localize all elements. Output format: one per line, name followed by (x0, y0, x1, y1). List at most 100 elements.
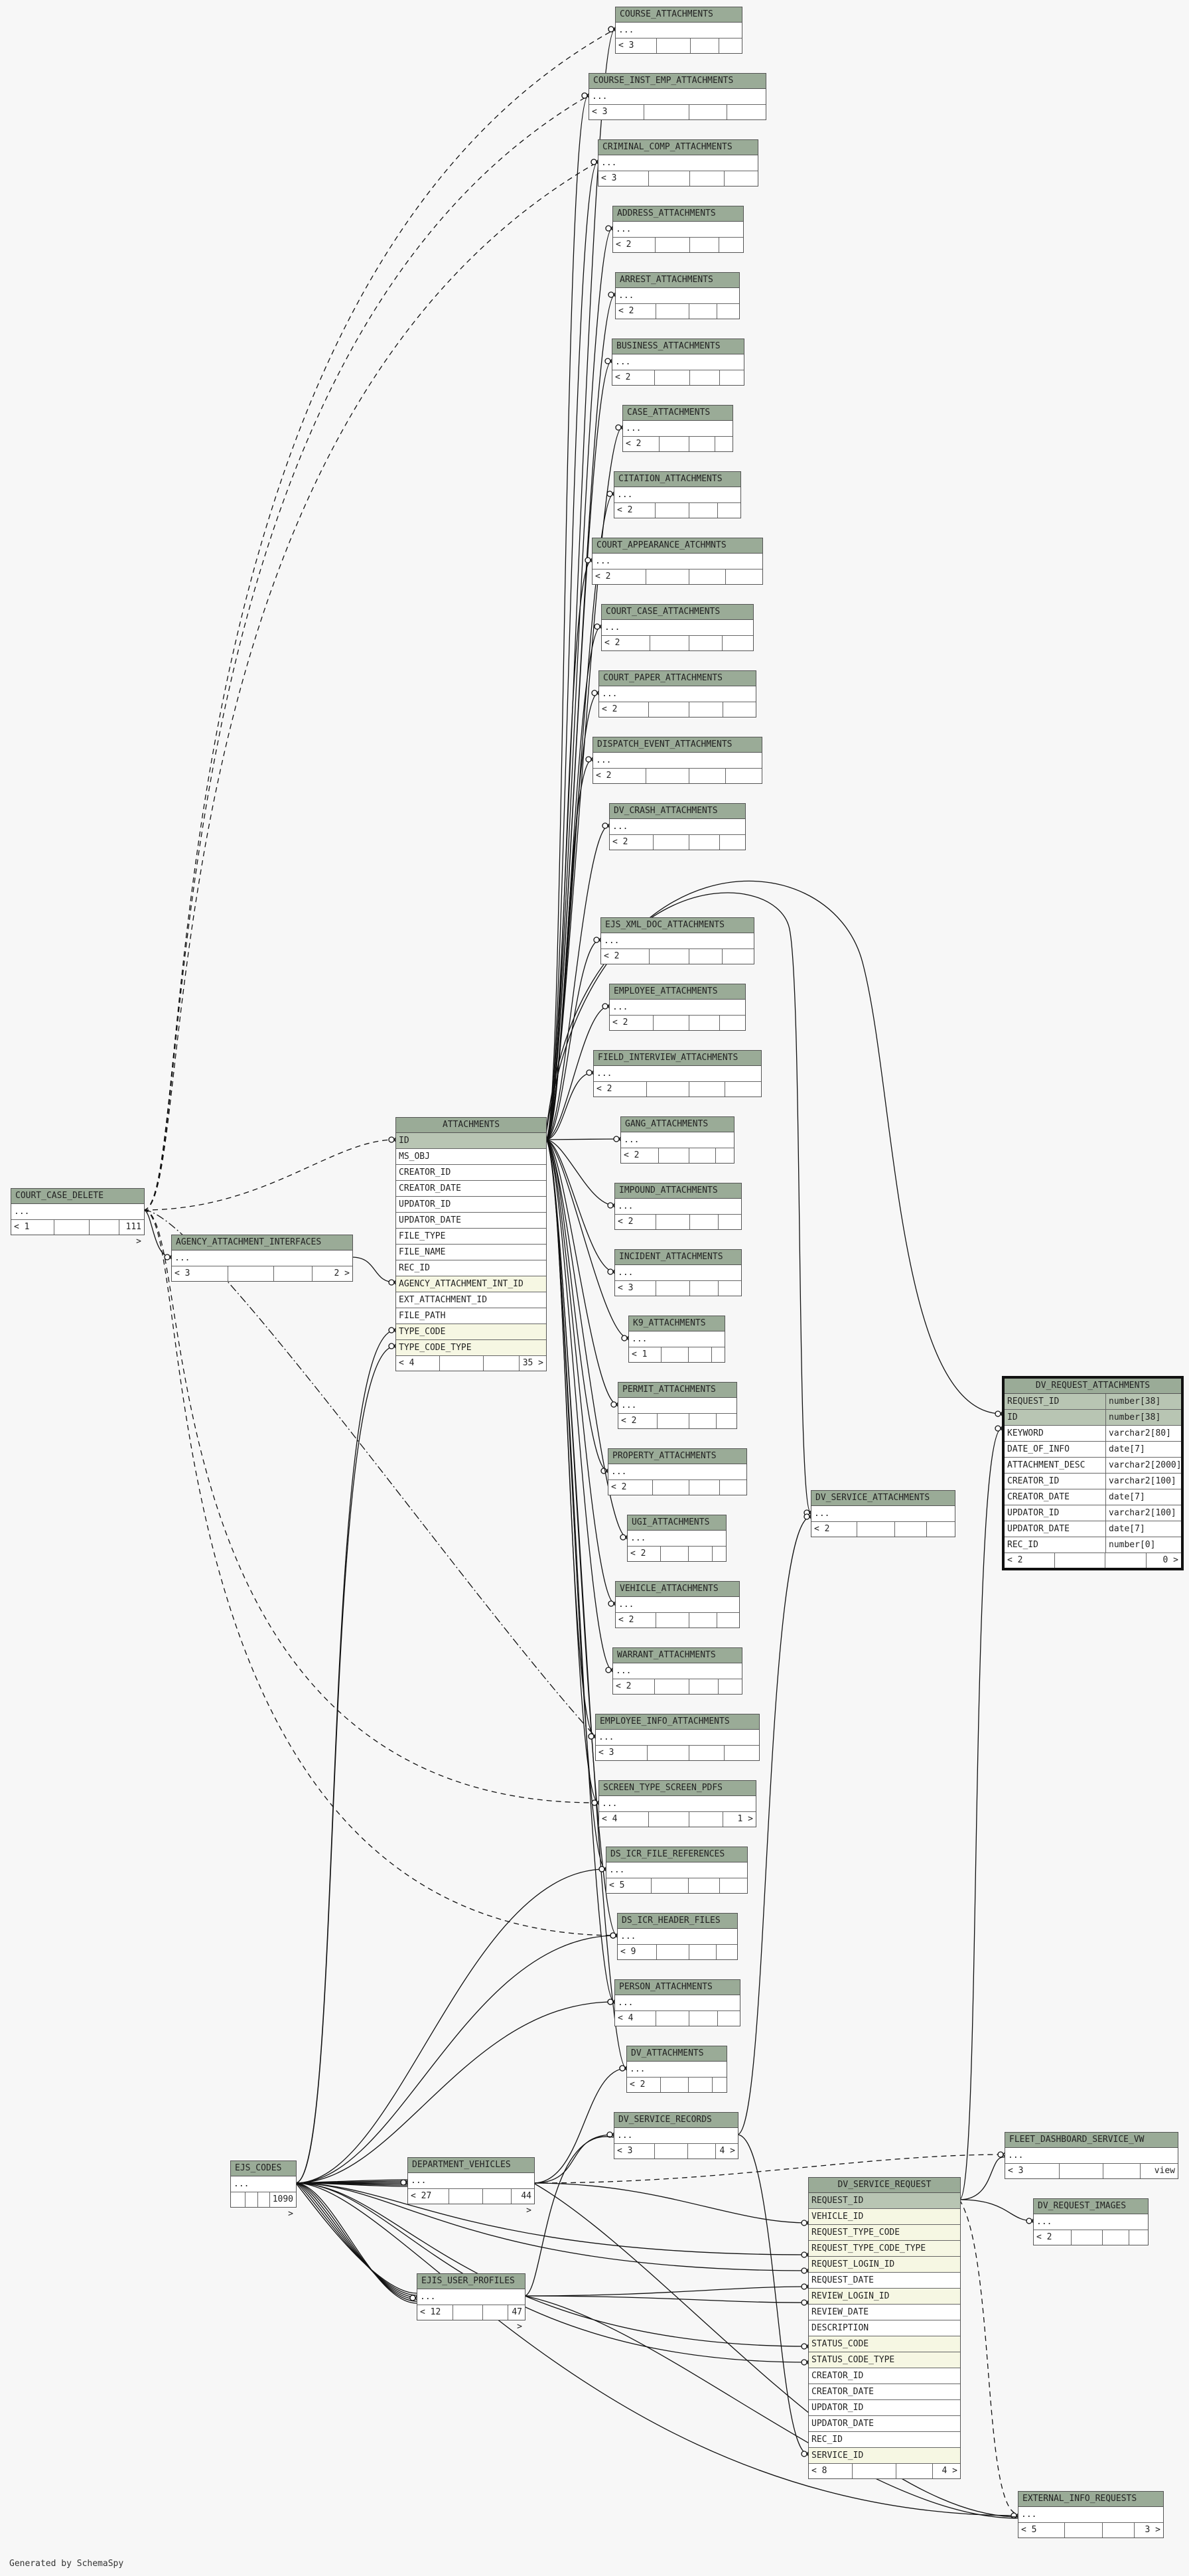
table-dv-crash-attachments[interactable]: DV_CRASH_ATTACHMENTS...< 2 (609, 803, 746, 850)
table-header[interactable]: INCIDENT_ATTACHMENTS (615, 1250, 741, 1265)
column-row[interactable]: AGENCY_ATTACHMENT_INT_ID (396, 1276, 546, 1292)
column-row[interactable]: FILE_NAME (396, 1245, 546, 1260)
table-header[interactable]: DV_REQUEST_IMAGES (1034, 2199, 1148, 2214)
table-person-attachments[interactable]: PERSON_ATTACHMENTS...< 4 (614, 1979, 740, 2026)
table-gang-attachments[interactable]: GANG_ATTACHMENTS...< 2 (620, 1116, 734, 1164)
table-property-attachments[interactable]: PROPERTY_ATTACHMENTS...< 2 (608, 1448, 747, 1495)
table-permit-attachments[interactable]: PERMIT_ATTACHMENTS...< 2 (618, 1382, 737, 1429)
table-business-attachments[interactable]: BUSINESS_ATTACHMENTS...< 2 (612, 339, 744, 386)
table-header[interactable]: DS_ICR_HEADER_FILES (618, 1914, 737, 1929)
table-header[interactable]: CASE_ATTACHMENTS (623, 406, 733, 421)
table-header[interactable]: PROPERTY_ATTACHMENTS (608, 1449, 746, 1464)
table-court-case-attachments[interactable]: COURT_CASE_ATTACHMENTS...< 2 (601, 604, 754, 651)
table-impound-attachments[interactable]: IMPOUND_ATTACHMENTS...< 2 (614, 1183, 742, 1230)
column-row[interactable]: VEHICLE_ID (809, 2209, 960, 2225)
table-header[interactable]: COURSE_INST_EMP_ATTACHMENTS (589, 74, 766, 89)
table-header[interactable]: GANG_ATTACHMENTS (621, 1117, 734, 1132)
table-header[interactable]: SCREEN_TYPE_SCREEN_PDFS (599, 1781, 756, 1796)
table-header[interactable]: DV_SERVICE_REQUEST (809, 2178, 960, 2193)
column-row[interactable]: SERVICE_ID (809, 2448, 960, 2464)
column-row[interactable]: CREATOR_ID (809, 2368, 960, 2384)
column-row[interactable]: REQUEST_DATE (809, 2273, 960, 2289)
table-header[interactable]: AGENCY_ATTACHMENT_INTERFACES (172, 1235, 352, 1250)
table-criminal-comp-attachments[interactable]: CRIMINAL_COMP_ATTACHMENTS...< 3 (598, 139, 758, 187)
table-dv-request-images[interactable]: DV_REQUEST_IMAGES...< 2 (1033, 2198, 1149, 2245)
column-row[interactable]: ID (396, 1133, 546, 1149)
table-arrest-attachments[interactable]: ARREST_ATTACHMENTS...< 2 (615, 272, 740, 319)
table-case-attachments[interactable]: CASE_ATTACHMENTS...< 2 (622, 405, 733, 452)
table-header[interactable]: EMPLOYEE_INFO_ATTACHMENTS (596, 1714, 759, 1730)
column-row[interactable]: UPDATOR_DATE (809, 2416, 960, 2432)
table-header[interactable]: EJIS_USER_PROFILES (417, 2274, 525, 2289)
table-court-paper-attachments[interactable]: COURT_PAPER_ATTACHMENTS...< 2 (598, 670, 756, 718)
table-header[interactable]: PERMIT_ATTACHMENTS (618, 1383, 736, 1398)
column-row[interactable]: FILE_PATH (396, 1308, 546, 1324)
column-row[interactable]: STATUS_CODE (809, 2336, 960, 2352)
table-header[interactable]: DISPATCH_EVENT_ATTACHMENTS (593, 737, 762, 753)
table-header[interactable]: EMPLOYEE_ATTACHMENTS (610, 984, 745, 1000)
column-row[interactable]: REQUEST_LOGIN_ID (809, 2257, 960, 2273)
table-ejs-codes[interactable]: EJS_CODES...1090 > (230, 2160, 297, 2219)
table-header[interactable]: CRIMINAL_COMP_ATTACHMENTS (598, 140, 758, 155)
table-header[interactable]: DV_SERVICE_RECORDS (614, 2113, 738, 2128)
table-employee-attachments[interactable]: EMPLOYEE_ATTACHMENTS...< 2 (609, 984, 746, 1031)
column-row[interactable]: CREATOR_ID (396, 1165, 546, 1181)
table-court-appearance-atchmnts[interactable]: COURT_APPEARANCE_ATCHMNTS...< 2 (592, 538, 763, 585)
table-header[interactable]: DS_ICR_FILE_REFERENCES (606, 1847, 747, 1862)
column-row[interactable]: REC_ID (396, 1260, 546, 1276)
table-header[interactable]: COURT_CASE_ATTACHMENTS (602, 605, 753, 620)
table-header[interactable]: VEHICLE_ATTACHMENTS (616, 1582, 739, 1597)
column-row[interactable]: REQUEST_TYPE_CODE (809, 2225, 960, 2241)
table-header[interactable]: ADDRESS_ATTACHMENTS (613, 206, 743, 222)
column-row[interactable]: REQUEST_TYPE_CODE_TYPE (809, 2241, 960, 2257)
column-row[interactable]: TYPE_CODE_TYPE (396, 1340, 546, 1356)
table-header[interactable]: COURSE_ATTACHMENTS (616, 7, 742, 23)
table-header[interactable]: DV_ATTACHMENTS (627, 2046, 727, 2062)
table-ds-icr-header-files[interactable]: DS_ICR_HEADER_FILES...< 9 (617, 1913, 738, 1960)
column-row[interactable]: UPDATOR_ID (809, 2400, 960, 2416)
table-header[interactable]: IMPOUND_ATTACHMENTS (615, 1183, 741, 1199)
column-row[interactable]: REVIEW_DATE (809, 2305, 960, 2320)
table-ejs-xml-doc-attachments[interactable]: EJS_XML_DOC_ATTACHMENTS...< 2 (600, 917, 754, 964)
table-header[interactable]: COURT_CASE_DELETE (11, 1189, 144, 1204)
table-header[interactable]: PERSON_ATTACHMENTS (615, 1980, 740, 1995)
column-row[interactable]: CREATOR_DATE (396, 1181, 546, 1197)
table-ds-icr-file-references[interactable]: DS_ICR_FILE_REFERENCES...< 5 (606, 1847, 748, 1894)
table-dispatch-event-attachments[interactable]: DISPATCH_EVENT_ATTACHMENTS...< 2 (593, 737, 762, 784)
table-incident-attachments[interactable]: INCIDENT_ATTACHMENTS...< 3 (614, 1249, 742, 1296)
table-dv-service-attachments[interactable]: DV_SERVICE_ATTACHMENTS...< 2 (811, 1490, 955, 1537)
table-header[interactable]: DV_CRASH_ATTACHMENTS (610, 804, 745, 819)
table-citation-attachments[interactable]: CITATION_ATTACHMENTS...< 2 (614, 471, 741, 518)
table-header[interactable]: EJS_XML_DOC_ATTACHMENTS (601, 918, 754, 933)
table-warrant-attachments[interactable]: WARRANT_ATTACHMENTS...< 2 (612, 1647, 742, 1695)
table-header[interactable]: K9_ATTACHMENTS (629, 1316, 725, 1331)
table-header[interactable]: FIELD_INTERVIEW_ATTACHMENTS (594, 1051, 761, 1066)
column-row[interactable]: STATUS_CODE_TYPE (809, 2352, 960, 2368)
column-row[interactable]: DESCRIPTION (809, 2320, 960, 2336)
table-header[interactable]: WARRANT_ATTACHMENTS (613, 1648, 742, 1663)
table-vehicle-attachments[interactable]: VEHICLE_ATTACHMENTS...< 2 (615, 1581, 740, 1628)
table-header[interactable]: COURT_PAPER_ATTACHMENTS (599, 671, 756, 686)
table-header[interactable]: DV_REQUEST_ATTACHMENTS (1005, 1379, 1181, 1394)
column-row[interactable]: UPDATOR_ID (396, 1197, 546, 1213)
table-header[interactable]: BUSINESS_ATTACHMENTS (612, 339, 744, 354)
column-row[interactable]: REQUEST_ID (809, 2193, 960, 2209)
table-field-interview-attachments[interactable]: FIELD_INTERVIEW_ATTACHMENTS...< 2 (593, 1050, 762, 1097)
